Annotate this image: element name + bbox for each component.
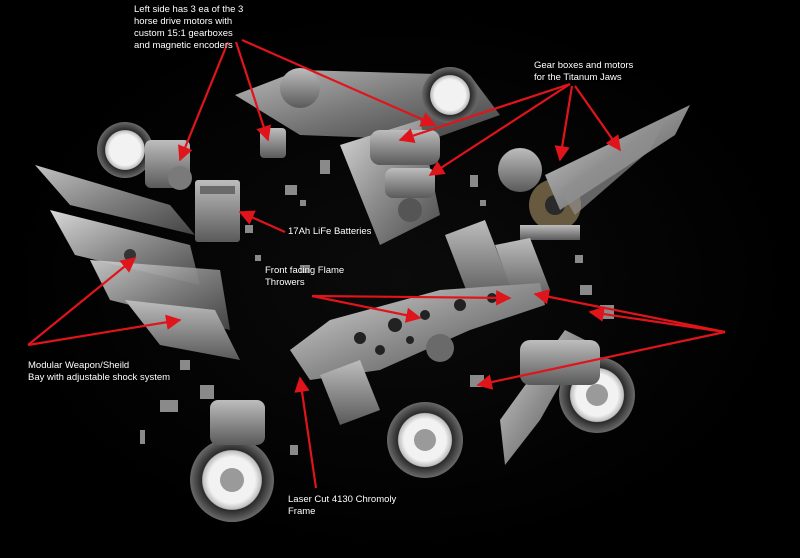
arrow-icon [27,257,137,346]
titanium-jaws [545,105,690,215]
arrow-icon [588,306,726,334]
arrow-icon [241,38,437,127]
wheel-icon [97,122,153,178]
arrow-icon [238,210,286,234]
chromoly-frame [290,283,545,425]
callout-drive-motors: Left side has 3 ea of the 3 horse drive … [134,4,244,51]
callout-batteries: 17Ah LiFe Batteries [288,226,372,237]
arrow-icon [428,83,571,176]
arrow-icon [27,314,182,347]
arrow-icon [476,330,726,390]
callout-weapon-bay: Modular Weapon/Sheild Bay with adjustabl… [28,360,171,383]
arrow-icon [533,289,726,334]
arrow-icon [294,376,318,489]
left-drive-motor-group [97,122,192,190]
arrow-icon [398,82,571,143]
arrow-icon [554,85,574,162]
callout-jaw-gearboxes: Gear boxes and motors for the Titanum Ja… [534,60,634,83]
arrow-icon [311,290,512,306]
callout-frame: Laser Cut 4130 Chromoly Frame [288,494,397,517]
arrow-icon [178,41,230,162]
wheel-icon [422,67,478,123]
arrow-icon [574,85,621,152]
arrow-icon [311,294,422,323]
arrow-icon [234,41,272,142]
battery-pack [195,180,240,242]
weapon-bay-plates [35,165,240,360]
center-gearbox [340,120,440,245]
callout-flame-throwers: Front facing Flame Throwers [265,265,345,288]
callout-arrows [27,38,726,489]
front-wheels [190,340,635,522]
